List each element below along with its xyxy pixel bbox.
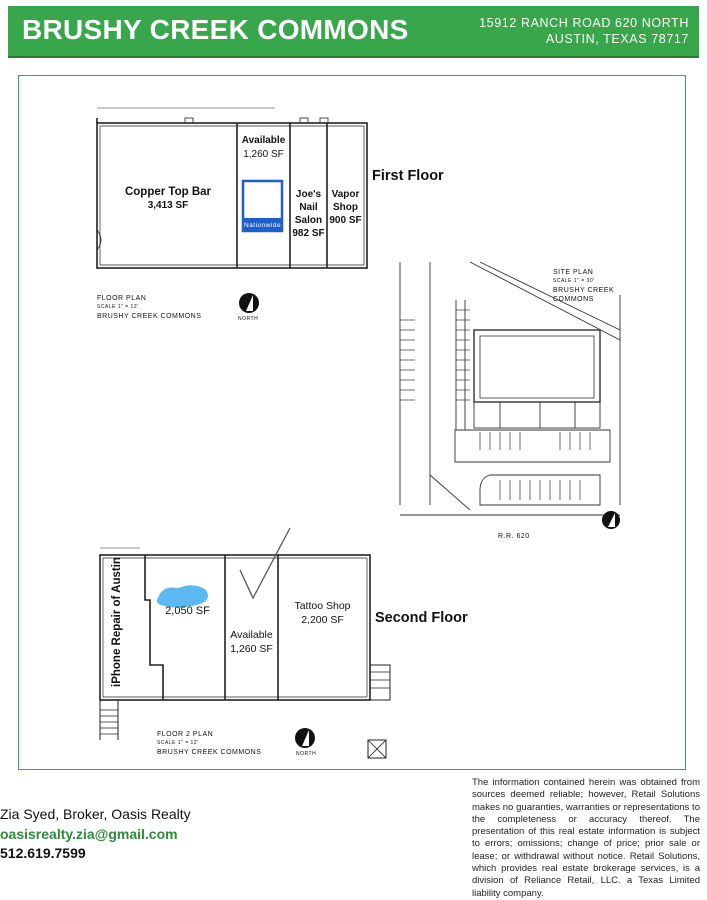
- caption-line: COMMONS: [553, 296, 594, 303]
- broker-name: Zia Syed, Broker, Oasis Realty: [0, 806, 191, 822]
- unit-copper-top-bar: Copper Top Bar 3,413 SF: [108, 185, 228, 213]
- second-north-arrow-icon: [295, 728, 315, 748]
- unit-size: 2,200 SF: [301, 614, 344, 626]
- unit-size: 982 SF: [292, 228, 325, 239]
- unit-name: Copper Top Bar: [124, 186, 212, 198]
- unit-name: Available: [241, 135, 286, 146]
- second-floor-outline: [99, 554, 371, 701]
- header-banner: BRUSHY CREEK COMMONS 15912 RANCH ROAD 62…: [8, 6, 699, 56]
- road-label: R.R. 620: [498, 533, 530, 540]
- unit-size: 900 SF: [329, 215, 362, 226]
- unit-available-first: Available 1,260 SF: [237, 134, 290, 162]
- unit-size: 1,260 SF: [243, 149, 284, 160]
- nationwide-label: Nationwide: [244, 222, 282, 229]
- address-line-1: 15912 RANCH ROAD 620 NORTH: [479, 16, 689, 30]
- caption-line: BRUSHY CREEK COMMONS: [157, 749, 262, 756]
- caption-line: FLOOR 2 PLAN: [157, 731, 214, 738]
- caption-scale: SCALE 1" = 12': [157, 740, 199, 746]
- caption-line: FLOOR PLAN: [97, 295, 147, 302]
- unit-available-second: Available 1,260 SF: [225, 628, 278, 656]
- site-plan-caption: SITE PLAN SCALE 1" = 30' BRUSHY CREEK CO…: [553, 268, 614, 304]
- plan-sheet: [18, 75, 686, 770]
- caption-scale: SCALE 1" = 30': [553, 278, 595, 284]
- first-floor-outline: [96, 122, 368, 269]
- unit-tattoo-shop: Tattoo Shop 2,200 SF: [278, 599, 367, 627]
- broker-email[interactable]: oasisrealty.zia@gmail.com: [0, 826, 178, 842]
- address-line-2: AUSTIN, TEXAS 78717: [545, 32, 689, 46]
- unit-name: Vapor Shop: [331, 189, 360, 213]
- floor2-plan-caption: FLOOR 2 PLAN SCALE 1" = 12' BRUSHY CREEK…: [157, 730, 261, 757]
- first-floor-label: First Floor: [372, 168, 444, 184]
- unit-size: 1,260 SF: [230, 643, 273, 655]
- second-floor-label: Second Floor: [375, 610, 468, 626]
- caption-line: SITE PLAN: [553, 269, 594, 276]
- disclaimer-text: The information contained herein was obt…: [472, 777, 700, 899]
- property-title: BRUSHY CREEK COMMONS: [22, 14, 409, 45]
- unit-name: iPhone Repair of Austin: [111, 557, 123, 687]
- caption-scale: SCALE 1" = 12': [97, 304, 139, 310]
- unit-vapor-shop: Vapor Shop 900 SF: [327, 188, 364, 227]
- north-label: NORTH: [296, 751, 317, 757]
- north-label: NORTH: [238, 316, 259, 322]
- site-north-arrow-icon: [602, 511, 620, 529]
- caption-line: BRUSHY CREEK: [553, 287, 615, 294]
- unit-size: 2,050 SF: [165, 605, 210, 617]
- floor-plan-caption: FLOOR PLAN SCALE 1" = 12' BRUSHY CREEK C…: [97, 294, 201, 321]
- north-arrow-icon: [239, 293, 259, 313]
- unit-2050: 2,050 SF: [150, 604, 225, 618]
- unit-name: Joe's Nail Salon: [294, 189, 323, 226]
- broker-phone[interactable]: 512.619.7599: [0, 845, 86, 861]
- redaction-mark: [156, 585, 208, 608]
- caption-line: BRUSHY CREEK COMMONS: [97, 313, 202, 320]
- unit-size: 3,413 SF: [147, 200, 189, 211]
- checkmark-icon: [239, 527, 291, 600]
- unit-name: Tattoo Shop: [294, 600, 351, 612]
- property-address: 15912 RANCH ROAD 620 NORTH AUSTIN, TEXAS…: [479, 15, 689, 47]
- unit-joes-nail-salon: Joe's Nail Salon 982 SF: [290, 188, 327, 240]
- unit-name: Available: [230, 629, 273, 641]
